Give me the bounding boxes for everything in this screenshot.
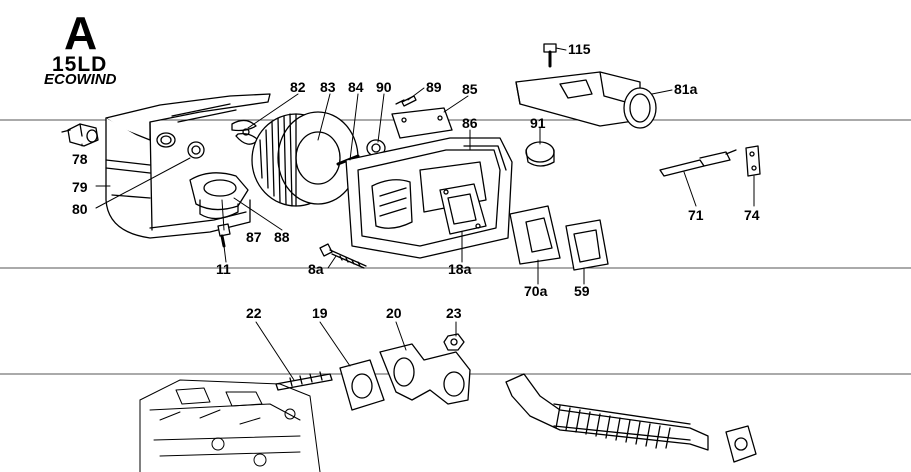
part-ref-59: 59	[574, 283, 590, 299]
part-78-breather	[61, 123, 99, 147]
part-ref-81a: 81a	[674, 81, 698, 97]
part-80-clamp	[187, 141, 205, 159]
part-ref-74: 74	[744, 207, 760, 223]
part-ref-71: 71	[688, 207, 704, 223]
leader-lines	[81, 47, 755, 381]
part-ref-78: 78	[72, 151, 88, 167]
part-89-screw	[395, 95, 417, 107]
part-22-stud	[275, 371, 333, 391]
part-85-plate	[391, 107, 453, 139]
part-ref-11: 11	[216, 261, 231, 277]
part-81a-muffler	[515, 71, 657, 129]
part-ref-83: 83	[320, 79, 336, 95]
part-90-grommet	[366, 139, 386, 157]
part-87-bracket	[189, 172, 249, 220]
part-70a-spacer	[509, 205, 561, 265]
part-115-bolt	[543, 43, 557, 68]
part-23-nut	[443, 333, 465, 351]
part-71-glow-plug	[659, 149, 737, 177]
part-ref-91: 91	[530, 115, 546, 131]
part-ref-79: 79	[72, 179, 88, 195]
part-74-bracket	[745, 145, 761, 177]
flexible-exhaust-pipe	[505, 373, 757, 463]
part-ref-86: 86	[462, 115, 478, 131]
part-ref-19: 19	[312, 305, 328, 321]
part-ref-20: 20	[386, 305, 402, 321]
part-86-air-filter-cover	[345, 137, 513, 259]
air-filter-housing	[105, 93, 271, 239]
part-ref-90: 90	[376, 79, 392, 95]
part-ref-87: 87	[246, 229, 262, 245]
part-83-filter-element	[251, 111, 359, 207]
part-ref-70a: 70a	[524, 283, 548, 299]
part-8a-bolt	[319, 243, 367, 269]
part-ref-80: 80	[72, 201, 88, 217]
part-ref-82: 82	[290, 79, 306, 95]
part-ref-85: 85	[462, 81, 478, 97]
engine-block	[139, 379, 321, 472]
part-ref-18a: 18a	[448, 261, 472, 277]
part-ref-88: 88	[274, 229, 290, 245]
part-18a-gasket	[439, 183, 487, 235]
part-20-exhaust-manifold	[379, 343, 471, 405]
part-ref-23: 23	[446, 305, 462, 321]
section-letter: A	[64, 7, 98, 59]
part-59-gasket	[565, 219, 609, 271]
brand-logo: ECOWIND	[44, 71, 117, 88]
part-ref-89: 89	[426, 79, 442, 95]
part-ref-8a: 8a	[308, 261, 324, 277]
part-ref-115: 115	[568, 41, 591, 57]
part-19-gasket	[339, 359, 385, 411]
part-ref-22: 22	[246, 305, 262, 321]
part-82-wing-nut	[231, 119, 259, 145]
part-ref-84: 84	[348, 79, 364, 95]
part-91-cap	[525, 141, 555, 167]
engine-model: 15LD	[52, 53, 108, 76]
